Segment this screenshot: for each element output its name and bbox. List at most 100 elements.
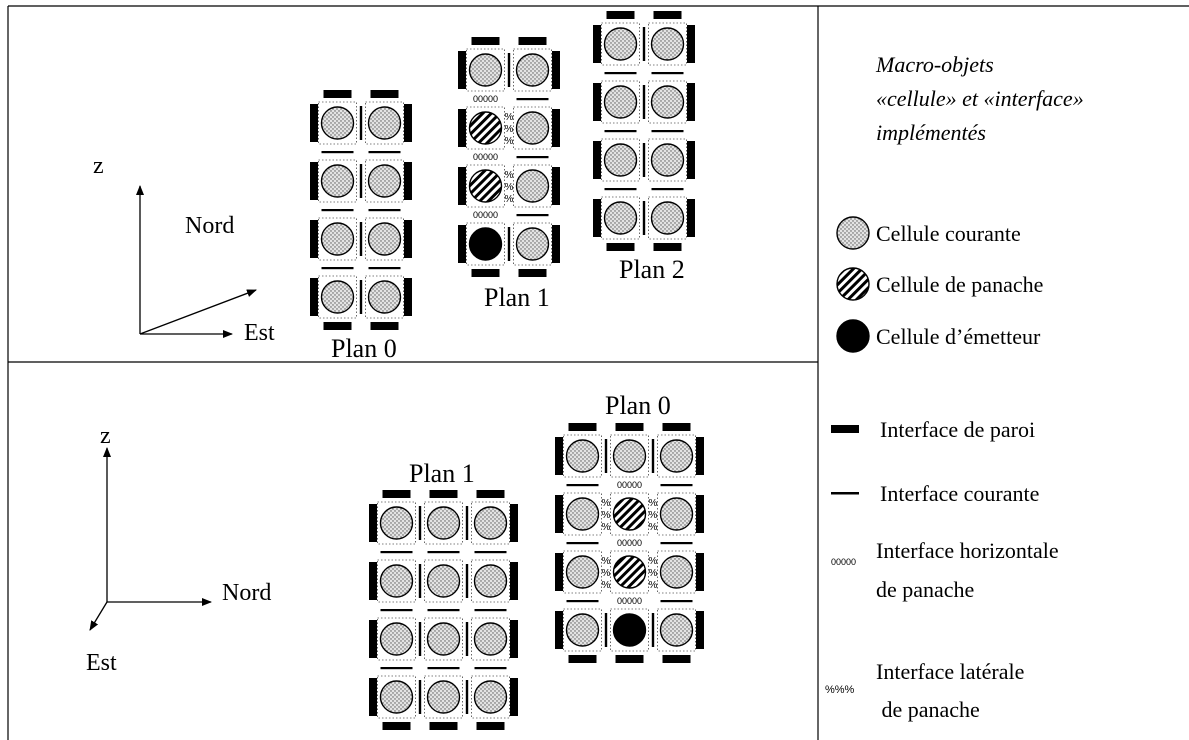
current-interface-horizontal (651, 130, 684, 133)
cell-box (648, 80, 687, 124)
current-interface-horizontal (427, 667, 460, 670)
wall-interface-vertical (552, 51, 560, 89)
wall-interface-horizontal (471, 37, 500, 45)
wall-interface-vertical (458, 51, 466, 89)
lateral-plume-interface: % (505, 194, 514, 205)
cell-box (657, 608, 696, 652)
wall-interface-horizontal (471, 269, 500, 277)
normal-cell (515, 169, 550, 203)
emitter-cell (612, 613, 647, 647)
current-interface-horizontal (566, 600, 599, 603)
lateral-plume-interface: % (649, 510, 658, 521)
normal-cell (367, 222, 402, 256)
current-interface-horizontal (368, 151, 401, 154)
cell-box (610, 434, 649, 478)
cell-box (648, 196, 687, 240)
wall-interface-horizontal (653, 243, 682, 251)
frame (7, 5, 1189, 740)
cell-box (365, 101, 404, 145)
current-interface-horizontal (380, 551, 413, 554)
plume-cell (468, 169, 503, 203)
wall-interface-vertical (404, 104, 412, 142)
current-interface-vertical (642, 201, 646, 235)
wall-interface-vertical (404, 162, 412, 200)
bottom-plane-label-1: Plan 0 (605, 391, 671, 420)
wall-interface-vertical (696, 437, 704, 475)
legend: Macro-objets «cellule» et «interface» im… (825, 52, 1084, 722)
wall-interface-vertical (687, 141, 695, 179)
wall-interface-horizontal (662, 655, 691, 663)
legend-label-emitter-cell: Cellule d’émetteur (876, 324, 1041, 349)
wall-interface-horizontal (476, 722, 505, 730)
plume-cell (612, 497, 647, 531)
current-interface-vertical (359, 280, 363, 314)
cell-box (610, 608, 649, 652)
cell-box (466, 164, 505, 208)
cell-box (657, 434, 696, 478)
cell-box (471, 559, 510, 603)
normal-cell (473, 506, 508, 540)
normal-cell (426, 506, 461, 540)
wall-interface-vertical (369, 678, 377, 716)
cell-box (610, 492, 649, 536)
cell-box (424, 501, 463, 545)
wall-interface-vertical (310, 220, 318, 258)
wall-interface-vertical (552, 167, 560, 205)
normal-cell (603, 27, 638, 61)
cell-box (563, 492, 602, 536)
normal-cell (515, 53, 550, 87)
horizontal-plume-interface: 00000 (617, 538, 642, 548)
lateral-plume-interface: % (602, 498, 611, 509)
top-north-axis (139, 289, 257, 335)
normal-cell (320, 106, 355, 140)
normal-cell (320, 222, 355, 256)
normal-cell (515, 227, 550, 261)
cell-box (424, 617, 463, 661)
current-interface-vertical (465, 622, 469, 656)
wall-interface-vertical (458, 109, 466, 147)
cell-box (601, 138, 640, 182)
current-interface-horizontal (368, 209, 401, 212)
current-interface-vertical (418, 506, 422, 540)
wall-interface-vertical (552, 225, 560, 263)
top-east-label: Est (244, 320, 275, 346)
horizontal-plume-interface: 00000 (473, 94, 498, 104)
bottom-north-label: Nord (222, 580, 271, 606)
wall-interface-vertical (404, 278, 412, 316)
normal-cell (659, 497, 694, 531)
wall-interface-vertical (555, 611, 563, 649)
normal-cell (320, 164, 355, 198)
cell-box (563, 608, 602, 652)
normal-cell (515, 111, 550, 145)
current-interface-horizontal (380, 667, 413, 670)
normal-cell (473, 680, 508, 714)
current-interface-horizontal (474, 551, 507, 554)
current-interface-horizontal (474, 667, 507, 670)
wall-interface-horizontal (568, 423, 597, 431)
plume-cell (612, 555, 647, 589)
emitter-cell (468, 227, 503, 261)
legend-label-lateral-plume-interface: Interface latérale de panache (876, 659, 1024, 722)
cell-box (424, 559, 463, 603)
wall-interface-vertical (696, 553, 704, 591)
top-plane-label-0: Plan 0 (331, 334, 397, 363)
normal-cell (379, 680, 414, 714)
lateral-plume-interface: % (505, 136, 514, 147)
horizontal-plume-interface: 00000 (473, 210, 498, 220)
normal-cell (379, 506, 414, 540)
wall-interface-horizontal (606, 11, 635, 19)
cell-box (377, 501, 416, 545)
normal-cell (659, 613, 694, 647)
normal-cell (659, 439, 694, 473)
lateral-plume-interface: % (649, 568, 658, 579)
cell-box (365, 275, 404, 319)
cell-box (513, 106, 552, 150)
wall-interface-horizontal (518, 269, 547, 277)
wall-interface-vertical (696, 611, 704, 649)
current-interface-vertical (359, 164, 363, 198)
legend-label-current-interface: Interface courante (880, 481, 1039, 506)
wall-interface-icon (831, 425, 859, 433)
wall-interface-vertical (696, 495, 704, 533)
plume-cell (468, 111, 503, 145)
